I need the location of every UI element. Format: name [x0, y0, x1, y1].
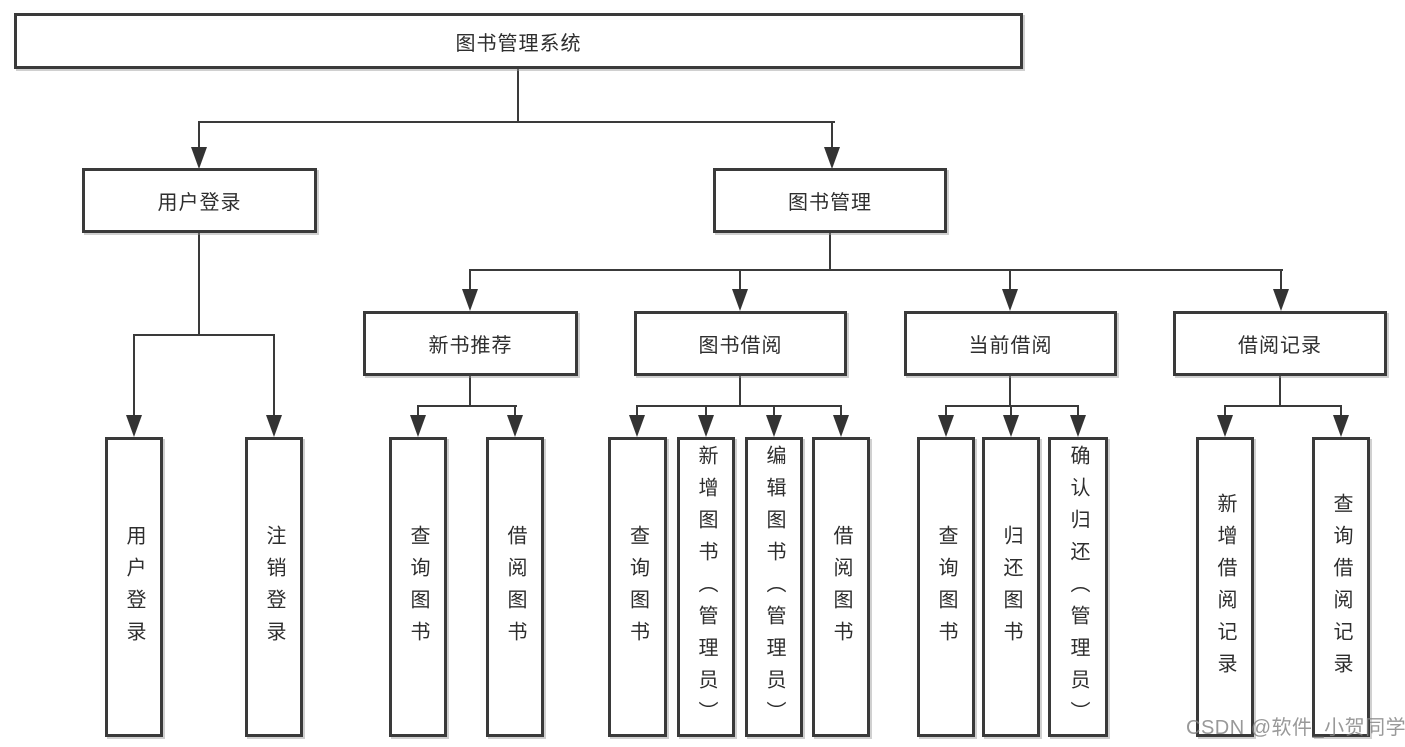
- connector-line: [469, 269, 471, 290]
- connector-line: [705, 405, 707, 417]
- connector-line: [133, 334, 275, 336]
- arrow-down-icon: [126, 415, 142, 437]
- arrow-down-icon: [1002, 289, 1018, 311]
- connector-line: [417, 405, 419, 417]
- connector-line: [514, 405, 516, 417]
- connector-line: [198, 121, 200, 149]
- leaf-cb-query-book: 查询图书: [917, 437, 975, 737]
- arrow-down-icon: [191, 147, 207, 169]
- leaf-cb-confirm-return-admin: 确认归还（管理员）: [1048, 437, 1108, 737]
- arrow-down-icon: [1273, 289, 1289, 311]
- leaf-bb-borrow-book: 借阅图书: [812, 437, 870, 737]
- arrow-down-icon: [824, 147, 840, 169]
- connector-line: [829, 233, 831, 270]
- leaf-user-login: 用户登录: [105, 437, 163, 737]
- csdn-watermark: CSDN @软件_小贺同学: [1186, 717, 1405, 739]
- arrow-down-icon: [833, 415, 849, 437]
- connector-line: [945, 405, 1079, 407]
- arrow-down-icon: [698, 415, 714, 437]
- connector-line: [831, 121, 833, 149]
- leaf-logout: 注销登录: [245, 437, 303, 737]
- connector-line: [945, 405, 947, 417]
- connector-line: [273, 334, 275, 417]
- arrow-down-icon: [732, 289, 748, 311]
- connector-line: [1224, 405, 1226, 417]
- connector-line: [1224, 405, 1342, 407]
- node-book-management: 图书管理: [713, 168, 947, 233]
- node-current-borrow: 当前借阅: [904, 311, 1117, 376]
- connector-line: [1009, 269, 1011, 290]
- arrow-down-icon: [507, 415, 523, 437]
- leaf-br-query-record: 查询借阅记录: [1312, 437, 1370, 737]
- leaf-bb-query-book: 查询图书: [608, 437, 667, 737]
- connector-line: [1010, 405, 1012, 417]
- arrow-down-icon: [766, 415, 782, 437]
- connector-line: [469, 269, 1283, 271]
- arrow-down-icon: [1003, 415, 1019, 437]
- leaf-nbr-query-book: 查询图书: [389, 437, 447, 737]
- leaf-cb-return-book: 归还图书: [982, 437, 1040, 737]
- connector-line: [840, 405, 842, 417]
- connector-line: [198, 233, 200, 336]
- node-borrow-records: 借阅记录: [1173, 311, 1387, 376]
- leaf-nbr-borrow-book: 借阅图书: [486, 437, 544, 737]
- node-library-system-root: 图书管理系统: [14, 13, 1023, 69]
- arrow-down-icon: [266, 415, 282, 437]
- arrow-down-icon: [1217, 415, 1233, 437]
- connector-line: [517, 69, 519, 122]
- connector-line: [773, 405, 775, 417]
- connector-line: [1009, 376, 1011, 406]
- connector-line: [1077, 405, 1079, 417]
- connector-line: [1280, 269, 1282, 290]
- arrow-down-icon: [1333, 415, 1349, 437]
- connector-line: [198, 121, 835, 123]
- node-user-login: 用户登录: [82, 168, 317, 233]
- connector-line: [469, 376, 471, 406]
- arrow-down-icon: [462, 289, 478, 311]
- connector-line: [1340, 405, 1342, 417]
- leaf-br-add-record: 新增借阅记录: [1196, 437, 1254, 737]
- arrow-down-icon: [1070, 415, 1086, 437]
- node-book-borrow: 图书借阅: [634, 311, 847, 376]
- arrow-down-icon: [938, 415, 954, 437]
- connector-line: [133, 334, 135, 417]
- connector-line: [636, 405, 842, 407]
- connector-line: [739, 376, 741, 406]
- connector-line: [636, 405, 638, 417]
- leaf-bb-add-book-admin: 新增图书（管理员）: [677, 437, 735, 737]
- arrow-down-icon: [629, 415, 645, 437]
- connector-line: [1279, 376, 1281, 406]
- node-new-book-recommend: 新书推荐: [363, 311, 578, 376]
- connector-line: [739, 269, 741, 290]
- arrow-down-icon: [410, 415, 426, 437]
- connector-line: [417, 405, 517, 407]
- leaf-bb-edit-book-admin: 编辑图书（管理员）: [745, 437, 803, 737]
